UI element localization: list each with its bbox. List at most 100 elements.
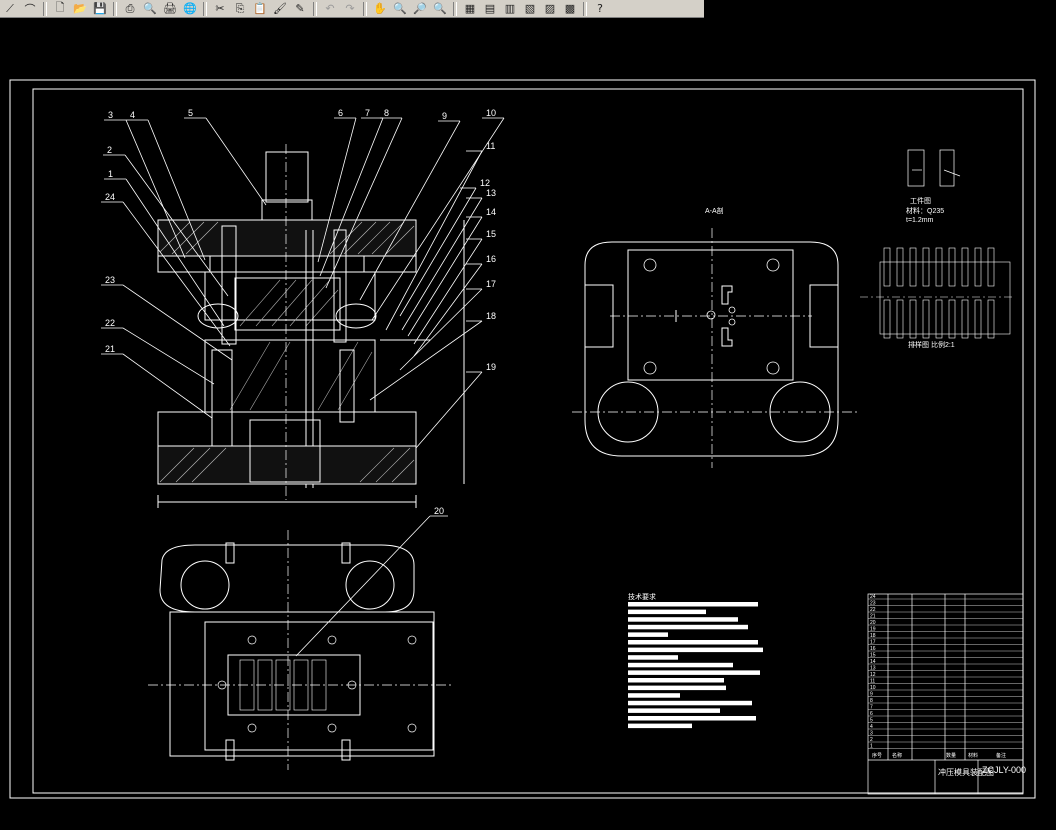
bom-row-number: 16 [870, 646, 876, 652]
properties-icon[interactable]: ▦ [464, 2, 476, 15]
strip-layout-fins [883, 247, 995, 339]
part-number-label: 18 [486, 311, 496, 321]
part-number-label: 9 [442, 111, 447, 121]
section-label: A-A剖 [705, 206, 724, 215]
text-line [628, 708, 720, 713]
toolbar-separator [453, 1, 457, 16]
part-number-label: 2 [107, 145, 112, 155]
outer-border [9, 79, 1036, 799]
pan-icon[interactable]: ✋ [373, 2, 387, 15]
sheet-set-icon[interactable]: ▧ [524, 2, 536, 15]
part-number-label: 7 [365, 108, 370, 118]
text-line [628, 685, 726, 691]
undo-icon[interactable]: ↶ [325, 2, 335, 15]
copy-icon[interactable]: ⎘ [235, 1, 245, 15]
part-number-label: 23 [105, 275, 115, 285]
part-number-label: 13 [486, 188, 496, 198]
strip-layout-drawing [860, 261, 1012, 335]
top-view-upper-die [572, 228, 858, 468]
bom-row-number: 23 [870, 601, 876, 607]
text-line [628, 700, 752, 706]
plan-view-lower-die [148, 530, 452, 770]
part-number-label: 20 [434, 506, 444, 516]
redo-icon[interactable]: ↷ [345, 2, 355, 15]
part-number-label: 17 [486, 279, 496, 289]
text-line [628, 640, 758, 645]
new-file-icon[interactable]: 🗋 [55, 1, 65, 14]
workpiece-material: 材料：Q235 [906, 206, 944, 215]
toolbar-separator [43, 1, 47, 16]
part-number-label: 3 [108, 110, 113, 120]
text-line [628, 662, 733, 668]
toolbar-separator [113, 1, 117, 16]
bom-row-number: 24 [870, 594, 876, 600]
part-number-label: 10 [486, 108, 496, 118]
part-number-label: 24 [105, 192, 115, 202]
bom-header-cell: 数量 [946, 752, 956, 759]
zoom-previous-icon[interactable]: 🔍 [433, 2, 447, 15]
bom-row-number: 13 [870, 666, 876, 672]
bom-row-number: 6 [870, 711, 873, 717]
part-number-label: 19 [486, 362, 496, 372]
bom-row-number: 8 [870, 698, 873, 704]
match-properties-icon[interactable]: ✎ [295, 2, 305, 15]
toolbar-separator [313, 1, 317, 16]
inner-border [32, 88, 1024, 794]
arc-icon[interactable]: ⌒ [24, 2, 36, 16]
bom-row-number: 20 [870, 620, 876, 626]
part-number-label: 6 [338, 108, 343, 118]
save-icon[interactable]: 💾 [93, 2, 107, 15]
toolbar-separator [363, 1, 367, 16]
brush-icon[interactable]: 🖌 [273, 2, 287, 15]
text-line [628, 670, 760, 675]
part-number-label: 5 [188, 108, 193, 118]
text-line [628, 655, 678, 660]
polyline-icon[interactable]: ⟋ [6, 1, 14, 15]
part-number-label: 8 [384, 108, 389, 118]
publish-icon[interactable]: 🖨 [163, 2, 177, 15]
workpiece-title: 工件图 [910, 196, 931, 205]
print-icon[interactable]: ⎙ [125, 1, 135, 15]
calculator-icon[interactable]: ▩ [564, 2, 576, 15]
help-icon[interactable]: ? [597, 2, 603, 15]
open-folder-icon[interactable]: 📂 [73, 2, 87, 15]
bom-header-cell: 序号 [872, 752, 882, 759]
tool-palette-icon[interactable]: ▥ [504, 2, 516, 15]
bom-row-number: 4 [870, 724, 873, 730]
front-section-view [157, 144, 465, 508]
bom-row-number: 3 [870, 731, 873, 737]
bom-row-number: 18 [870, 633, 876, 639]
bom-row-number: 5 [870, 718, 873, 724]
zoom-window-icon[interactable]: 🔎 [413, 2, 427, 15]
markup-icon[interactable]: ▨ [544, 2, 556, 15]
part-number-label: 1 [108, 169, 113, 179]
part-number-label: 15 [486, 229, 496, 239]
design-center-icon[interactable]: ▤ [484, 2, 496, 15]
part-number-label: 14 [486, 207, 496, 217]
plot-preview-icon[interactable]: 🔍 [143, 2, 157, 15]
text-line [628, 647, 763, 653]
text-line [628, 678, 724, 683]
drawing-name: 冲压模具装配图 [938, 767, 994, 777]
drawing-number: ZCJLY-000 [982, 765, 1026, 775]
technical-requirements-text [628, 602, 763, 729]
part-number-label: 4 [130, 110, 135, 120]
technical-requirements [628, 602, 763, 729]
standard-toolbar: ⟋ ⌒ 🗋 📂 💾 ⎙ 🔍 🖨 🌐 ✂ ⎘ 📋 🖌 ✎ ↶ ↷ ✋ 🔍 🔎 🔍 ▦ ▤ ▥ ▧ ▨ ▩? [0, 0, 704, 18]
bom-row-number: 21 [870, 614, 876, 620]
bom-row-number: 22 [870, 607, 876, 613]
globe-icon[interactable]: 🌐 [183, 2, 197, 15]
paste-icon[interactable]: 📋 [253, 2, 267, 15]
tech-req-title: 技术要求 [628, 592, 656, 601]
bom-row-number: 1 [870, 744, 873, 750]
text-line [628, 624, 748, 630]
toolbar-separator [583, 1, 587, 16]
bom-header-cell: 材料 [968, 752, 978, 759]
bom-header-cell: 备注 [996, 752, 1006, 759]
bom-row-number: 9 [870, 692, 873, 698]
zoom-realtime-icon[interactable]: 🔍 [393, 2, 407, 15]
bom-row-number: 7 [870, 705, 873, 711]
cut-icon[interactable]: ✂ [215, 2, 225, 15]
